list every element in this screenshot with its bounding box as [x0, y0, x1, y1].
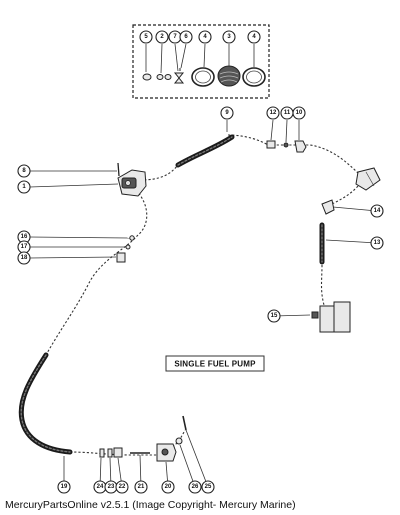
callout-3: 3: [222, 30, 236, 44]
svg-text:9: 9: [225, 110, 229, 116]
svg-text:20: 20: [165, 484, 172, 490]
svg-text:15: 15: [271, 313, 278, 319]
callout-8: 8: [17, 164, 31, 178]
svg-text:6: 6: [184, 34, 188, 40]
callout-6: 6: [179, 30, 193, 44]
callout-13: 13: [370, 236, 384, 250]
svg-text:2: 2: [160, 34, 164, 40]
fuel-line-lower-right: [320, 264, 325, 306]
callout-17: 17: [17, 240, 31, 254]
svg-text:17: 17: [21, 244, 28, 250]
callout-9: 9: [220, 106, 234, 120]
svg-text:26: 26: [192, 484, 199, 490]
callout-1: 1: [17, 180, 31, 194]
svg-text:14: 14: [374, 208, 381, 214]
callout-2: 2: [155, 30, 169, 44]
kit-box: [132, 24, 270, 99]
diagram-title-text: SINGLE FUEL PUMP: [174, 360, 256, 369]
svg-text:4: 4: [203, 34, 207, 40]
upper-right-fittings: [266, 140, 307, 153]
svg-text:1: 1: [22, 184, 26, 190]
svg-text:22: 22: [119, 484, 126, 490]
image-caption: MercuryPartsOnline v2.5.1 (Image Copyrig…: [5, 499, 296, 511]
svg-text:10: 10: [296, 110, 303, 116]
filter-assembly: [311, 301, 351, 333]
svg-text:25: 25: [205, 484, 212, 490]
svg-text:13: 13: [374, 240, 381, 246]
fuel-line-right: [227, 134, 361, 176]
callout-19: 19: [57, 480, 71, 494]
diagram-title: SINGLE FUEL PUMP: [165, 355, 265, 372]
svg-text:5: 5: [144, 34, 148, 40]
callout-10: 10: [292, 106, 306, 120]
fuel-line-bottom: [69, 429, 186, 456]
hose-9: [175, 134, 235, 168]
callout-23: 23: [104, 480, 118, 494]
svg-text:16: 16: [21, 234, 28, 240]
callout-21: 21: [134, 480, 148, 494]
svg-text:18: 18: [21, 255, 28, 261]
svg-text:24: 24: [97, 484, 104, 490]
fuel-line-to-filter: [329, 185, 359, 206]
elbow-fitting: [321, 199, 335, 215]
callout-22: 22: [115, 480, 129, 494]
callout-18: 18: [17, 251, 31, 265]
leader-lines: [29, 119, 378, 488]
svg-text:19: 19: [61, 484, 68, 490]
callout-4a: 4: [198, 30, 212, 44]
kit-leaders: [145, 43, 255, 74]
svg-text:4: 4: [252, 34, 256, 40]
carb-fitting: [355, 167, 381, 191]
callout-12: 12: [266, 106, 280, 120]
fuel-pump: [117, 162, 147, 197]
callout-14: 14: [370, 204, 384, 218]
svg-text:7: 7: [173, 34, 177, 40]
callout-15: 15: [267, 309, 281, 323]
svg-text:3: 3: [227, 34, 231, 40]
pump-fittings: [116, 235, 135, 263]
fuel-line-long: [45, 189, 148, 356]
callout-26: 26: [188, 480, 202, 494]
svg-text:12: 12: [270, 110, 277, 116]
callout-11: 11: [280, 106, 294, 120]
hose-19: [18, 352, 73, 455]
callout-20: 20: [161, 480, 175, 494]
svg-text:21: 21: [138, 484, 145, 490]
svg-text:23: 23: [108, 484, 115, 490]
svg-text:8: 8: [22, 168, 26, 174]
callout-7: 7: [168, 30, 182, 44]
svg-text:11: 11: [284, 110, 291, 116]
callout-24: 24: [93, 480, 107, 494]
callout-5: 5: [139, 30, 153, 44]
callout-4b: 4: [247, 30, 261, 44]
callout-25: 25: [201, 480, 215, 494]
bottom-fittings: [99, 415, 187, 462]
kit-parts: [142, 65, 266, 87]
